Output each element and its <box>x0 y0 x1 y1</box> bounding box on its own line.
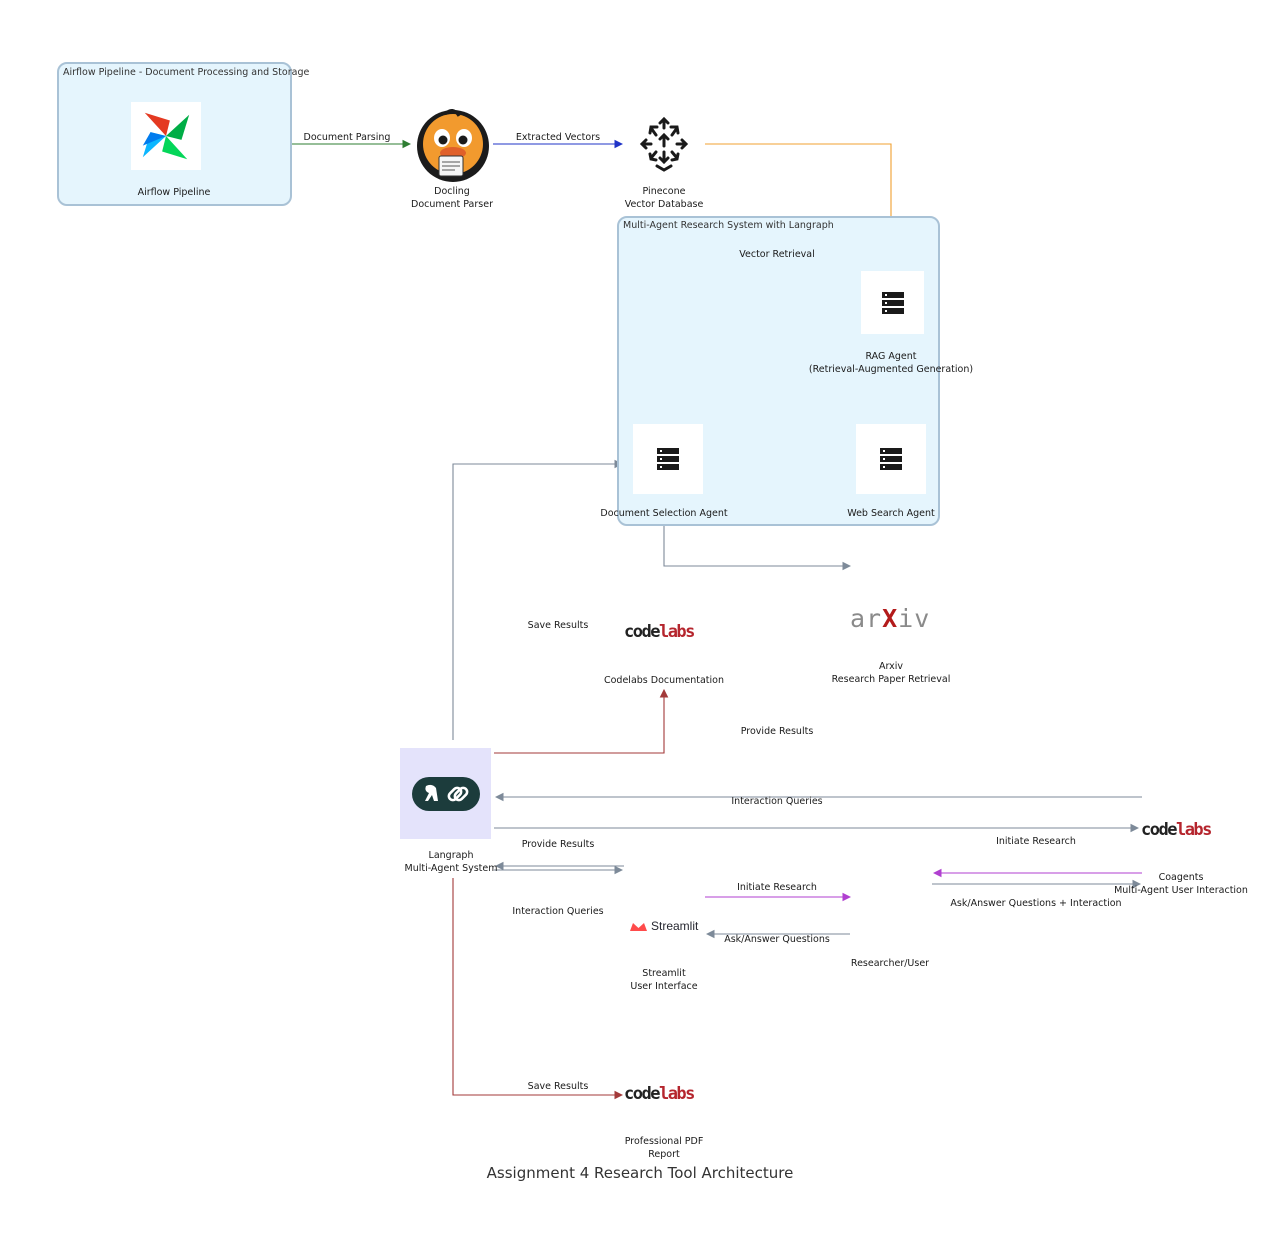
edge-label-extracted-vectors: Extracted Vectors <box>515 132 601 143</box>
pinwheel-icon <box>142 112 190 160</box>
web-search-agent-label: Web Search Agent <box>847 508 935 519</box>
server-icon <box>880 448 902 470</box>
doc-selection-agent-label: Document Selection Agent <box>600 508 728 519</box>
langraph-label-line1: Langraph <box>428 850 474 861</box>
coagents-label-line2: Multi-Agent User Interaction <box>1114 885 1248 896</box>
edge-label-provide-results-1: Provide Results <box>740 726 814 737</box>
rag-agent-label-line1: RAG Agent <box>865 351 917 362</box>
airflow-node <box>131 102 201 170</box>
edge-label-document-parsing: Document Parsing <box>303 132 391 143</box>
edge-label-initiate-research-1: Initiate Research <box>996 836 1076 847</box>
web-search-agent-node <box>856 424 926 494</box>
langraph-label: Langraph Multi-Agent System <box>404 849 497 875</box>
edge-langraph-to-doc <box>452 459 624 740</box>
cluster-airflow-title: Airflow Pipeline - Document Processing a… <box>63 67 310 78</box>
pinecone-label-line1: Pinecone <box>642 186 686 197</box>
pdf-report-label-line2: Report <box>648 1149 680 1160</box>
pinecone-label-line2: Vector Database <box>624 199 704 210</box>
arxiv-label-line1: Arxiv <box>878 661 904 672</box>
edge-save-results-codelabs <box>494 688 669 754</box>
langraph-label-line2: Multi-Agent System <box>404 863 498 874</box>
streamlit-label-line2: User Interface <box>630 981 698 992</box>
edge-save-results-pdf <box>452 878 624 1100</box>
codelabs-logo-pdf-report: codelabs <box>624 1084 695 1104</box>
edge-label-interaction-queries-1: Interaction Queries <box>731 796 823 807</box>
docling-label: Docling Document Parser <box>411 185 493 211</box>
edge-label-provide-results-2: Provide Results <box>521 839 595 850</box>
edge-doc-to-arxiv <box>663 520 852 571</box>
pinecone-label: Pinecone Vector Database <box>625 185 704 211</box>
duck-icon <box>417 109 489 182</box>
edge-label-interaction-queries-2: Interaction Queries <box>512 906 604 917</box>
streamlit-logo: Streamlit <box>630 919 698 933</box>
arxiv-logo: arXiv <box>850 604 931 633</box>
researcher-label: Researcher/User <box>850 958 930 969</box>
coagents-label: Coagents Multi-Agent User Interaction <box>1114 871 1248 897</box>
langraph-node <box>400 748 491 839</box>
codelabs-logo-documentation: codelabs <box>624 622 695 642</box>
codelabs-logo-coagents: codelabs <box>1141 820 1212 840</box>
codelabs-documentation-label: Codelabs Documentation <box>603 675 725 686</box>
streamlit-crown-icon <box>630 922 647 931</box>
docling-label-line2: Document Parser <box>411 199 493 210</box>
arxiv-label: Arxiv Research Paper Retrieval <box>832 660 951 686</box>
edge-label-save-results-2: Save Results <box>527 1081 589 1092</box>
diagram-title: Assignment 4 Research Tool Architecture <box>486 1164 794 1182</box>
edge-vector-retrieval-orange <box>705 143 896 244</box>
pinecone-icon <box>639 116 689 172</box>
langchain-parrot-link-icon <box>411 776 480 811</box>
airflow-label: Airflow Pipeline <box>137 187 211 198</box>
cluster-multi-agent-title: Multi-Agent Research System with Langrap… <box>623 220 834 231</box>
streamlit-label: Streamlit User Interface <box>630 967 697 993</box>
pdf-report-label: Professional PDF Report <box>625 1135 704 1161</box>
edge-label-save-results-1: Save Results <box>527 620 589 631</box>
streamlit-label-line1: Streamlit <box>642 968 686 979</box>
server-icon <box>881 291 904 314</box>
server-icon <box>657 448 679 470</box>
arxiv-label-line2: Research Paper Retrieval <box>831 674 951 685</box>
doc-selection-agent-node <box>633 424 703 494</box>
pdf-report-label-line1: Professional PDF <box>624 1136 704 1147</box>
edge-label-initiate-research-2: Initiate Research <box>737 882 817 893</box>
edge-label-ask-answer-interaction: Ask/Answer Questions + Interaction <box>950 898 1122 909</box>
rag-agent-label: RAG Agent (Retrieval-Augmented Generatio… <box>809 350 973 376</box>
edge-label-ask-answer: Ask/Answer Questions <box>724 934 830 945</box>
rag-agent-node <box>861 271 924 334</box>
docling-label-line1: Docling <box>434 186 470 197</box>
rag-agent-label-line2: (Retrieval-Augmented Generation) <box>808 364 974 375</box>
coagents-label-line1: Coagents <box>1158 872 1204 883</box>
edge-label-vector-retrieval: Vector Retrieval <box>739 249 815 260</box>
